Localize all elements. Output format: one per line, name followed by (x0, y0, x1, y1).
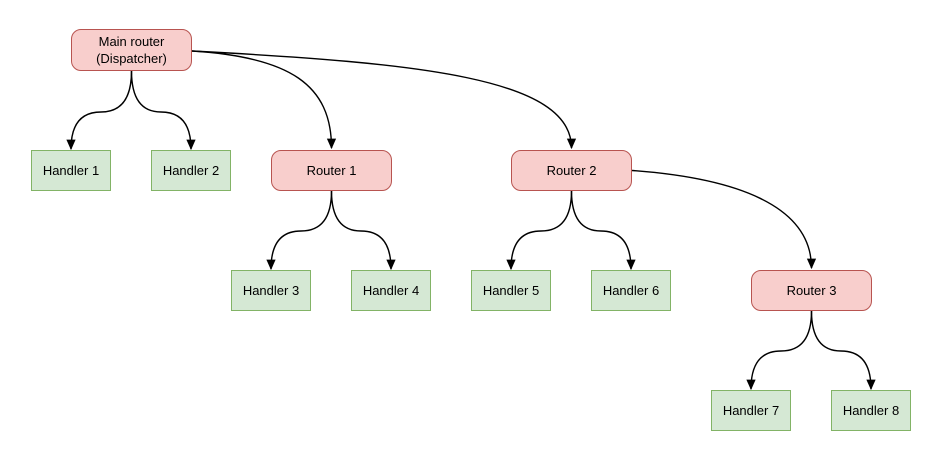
node-handler-8-label: Handler 8 (842, 403, 900, 418)
node-handler-3: Handler 3 (231, 270, 311, 311)
node-router-3-label: Router 3 (786, 283, 837, 298)
edge-router-2-to-handler-6 (570, 190, 636, 271)
node-handler-4: Handler 4 (351, 270, 431, 311)
node-router-3: Router 3 (751, 270, 872, 311)
edge-router-1-to-handler-3 (266, 190, 333, 271)
node-handler-1: Handler 1 (31, 150, 111, 191)
node-handler-7: Handler 7 (711, 390, 791, 431)
edge-main-router-to-handler-2 (130, 70, 196, 151)
edge-router-2-to-router-3 (631, 169, 817, 270)
node-router-1-label: Router 1 (306, 163, 357, 178)
node-main-router-label: Main router (Dispatcher) (96, 34, 167, 66)
node-router-2: Router 2 (511, 150, 632, 191)
edge-main-router-to-router-1 (191, 50, 337, 150)
node-handler-6-label: Handler 6 (602, 283, 660, 298)
node-handler-8: Handler 8 (831, 390, 911, 431)
edge-main-router-to-handler-1 (66, 70, 133, 151)
node-handler-5: Handler 5 (471, 270, 551, 311)
node-handler-6: Handler 6 (591, 270, 671, 311)
node-handler-5-label: Handler 5 (482, 283, 540, 298)
edge-router-1-to-handler-4 (330, 190, 396, 271)
node-handler-4-label: Handler 4 (362, 283, 420, 298)
node-handler-2: Handler 2 (151, 150, 231, 191)
edge-router-2-to-handler-5 (506, 190, 573, 271)
edge-router-3-to-handler-8 (810, 310, 876, 391)
edge-router-3-to-handler-7 (746, 310, 813, 391)
node-handler-2-label: Handler 2 (162, 163, 220, 178)
node-handler-7-label: Handler 7 (722, 403, 780, 418)
node-router-2-label: Router 2 (546, 163, 597, 178)
node-handler-3-label: Handler 3 (242, 283, 300, 298)
node-handler-1-label: Handler 1 (42, 163, 100, 178)
node-main-router: Main router (Dispatcher) (71, 29, 192, 71)
edge-main-router-to-router-2 (191, 50, 577, 150)
node-router-1: Router 1 (271, 150, 392, 191)
